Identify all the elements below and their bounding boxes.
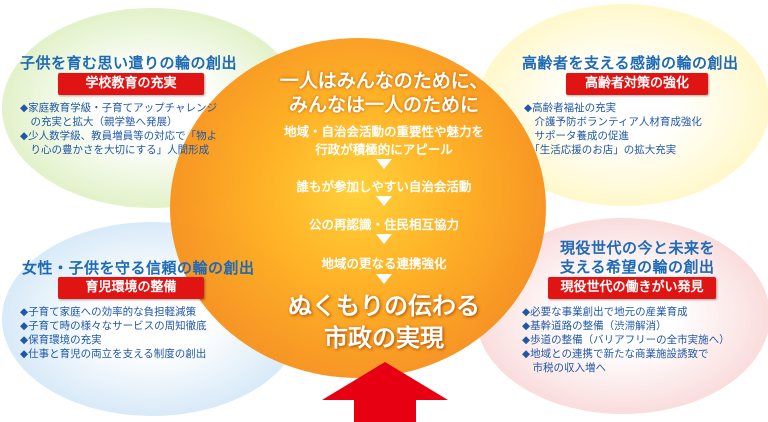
list-item: の充実と拡大（親学塾へ発展）: [20, 116, 178, 128]
step1-line2: 行政が積極的にアピール: [315, 142, 453, 157]
center-circle: [170, 38, 546, 378]
list-item: ◆保育環境の充実: [20, 334, 102, 346]
list-childcare-measures: ◆子育て家庭への効率的な負担軽減策 ◆子育て時の様々なサービスの周知徹底 ◆保育…: [20, 305, 207, 361]
list-item: ◆必要な事業創出で地元の産業育成: [522, 306, 688, 318]
step3-text: 公の再認識・住民相互協力: [308, 217, 459, 232]
list-item: サポータ養成の促進: [524, 130, 629, 142]
quadrant-title-women-children: 女性・子供を守る信頼の輪の創出: [22, 259, 255, 277]
quadrant-title-elderly: 高齢者を支える感謝の輪の創出: [522, 54, 739, 72]
badge-working-generation: 現役世代の働きがい発見: [548, 277, 716, 299]
quadrant-title-working-line2: 支える希望の輪の創出: [560, 258, 715, 276]
list-item: 市税の収入増へ: [522, 362, 606, 374]
list-working-measures: ◆必要な事業創出で地元の産業育成 ◆基幹道路の整備（渋滞解消） ◆歩道の整備（バ…: [522, 305, 730, 375]
badge-school-education: 学校教育の充実: [58, 73, 204, 95]
list-item: 「生活応援のお店」の拡大充実: [524, 144, 677, 156]
result-line2: 市政の実現: [324, 324, 444, 352]
slogan-line2: みんなは一人のために: [288, 94, 479, 116]
step4-text: 地域の更なる連携強化: [321, 256, 447, 271]
list-item: ◆家庭教育学級・子育てアップチャレンジ: [20, 102, 217, 114]
quadrant-title-working-line1: 現役世代の今と未来を: [560, 239, 716, 257]
list-item: ◆地域との連携で新たな商業施設誘致で: [522, 348, 709, 360]
up-arrow-icon: [322, 362, 448, 422]
quadrant-title-children: 子供を育む思い遣りの輪の創出: [20, 54, 238, 72]
list-item: 介護予防ボランティア人材育成強化: [524, 116, 702, 128]
badge-childcare-environment: 育児環境の整備: [58, 277, 204, 299]
list-item: ◆高齢者福祉の充実: [524, 102, 617, 114]
list-item: ◆子育て時の様々なサービスの周知徹底: [20, 320, 207, 332]
down-arrow-icon: [376, 274, 392, 284]
step1-line1: 地域・自治会活動の重要性や魅力を: [283, 124, 484, 139]
list-item: ◆少人数学級、教員増員等の対応で「物よ: [20, 130, 218, 142]
list-item: ◆仕事と育児の両立を支える制度の創出: [20, 348, 207, 360]
down-arrow-icon: [376, 196, 392, 206]
list-elderly-measures: ◆高齢者福祉の充実 介護予防ボランティア人材育成強化 サポータ養成の促進 「生活…: [524, 101, 702, 157]
result-line1: ぬくもりの伝わる: [288, 292, 480, 320]
slogan-line1: 一人はみんなのために、: [279, 70, 489, 92]
list-item: ◆歩道の整備（バリアフリーの全市実施へ）: [522, 334, 730, 346]
list-item: り心の豊かさを大切にする」人間形成: [20, 144, 210, 156]
list-children-measures: ◆家庭教育学級・子育てアップチャレンジ の充実と拡大（親学塾へ発展） ◆少人数学…: [20, 101, 217, 157]
list-item: ◆子育て家庭への効率的な負担軽減策: [20, 306, 197, 318]
list-item: ◆基幹道路の整備（渋滞解消）: [522, 320, 667, 332]
step2-text: 誰もが参加しやすい自治会活動: [296, 179, 472, 194]
badge-elderly-measures: 高齢者対策の強化: [566, 73, 708, 95]
down-arrow-icon: [376, 159, 392, 169]
down-arrow-icon: [376, 234, 392, 244]
